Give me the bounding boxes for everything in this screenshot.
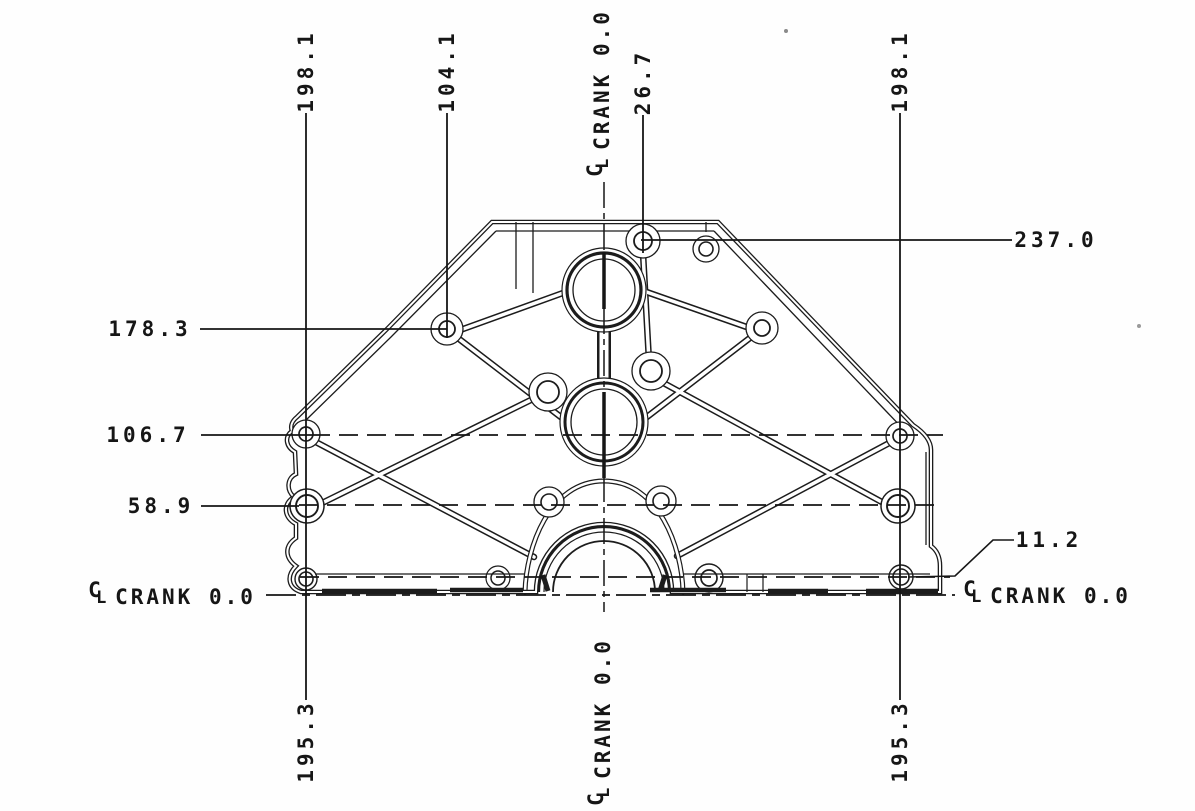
scan-speck <box>784 29 788 33</box>
dimension-lines <box>200 113 1014 700</box>
bottom-flange <box>315 573 938 594</box>
inner-edge-lines <box>304 222 927 545</box>
dim-label-195-3-left: 195.3 <box>294 699 318 783</box>
dim-label-237-0: 237.0 <box>1014 228 1098 252</box>
scan-speck <box>1137 324 1141 328</box>
dim-label-104-1: 104.1 <box>435 29 459 113</box>
dim-label-11-2: 11.2 <box>1015 528 1083 552</box>
dim-label-198-1-top-left: 198.1 <box>294 29 318 113</box>
dim-label-106-7: 106.7 <box>106 423 190 447</box>
dim-label-178-3: 178.3 <box>108 317 192 341</box>
dim-label-58-9: 58.9 <box>127 494 195 518</box>
dim-label-26-7: 26.7 <box>631 48 655 116</box>
part-outline <box>283 219 943 595</box>
web-ribs <box>308 249 897 561</box>
dim-label-195-3-right: 195.3 <box>888 699 912 783</box>
dim-label-198-1-top-right: 198.1 <box>888 29 912 113</box>
